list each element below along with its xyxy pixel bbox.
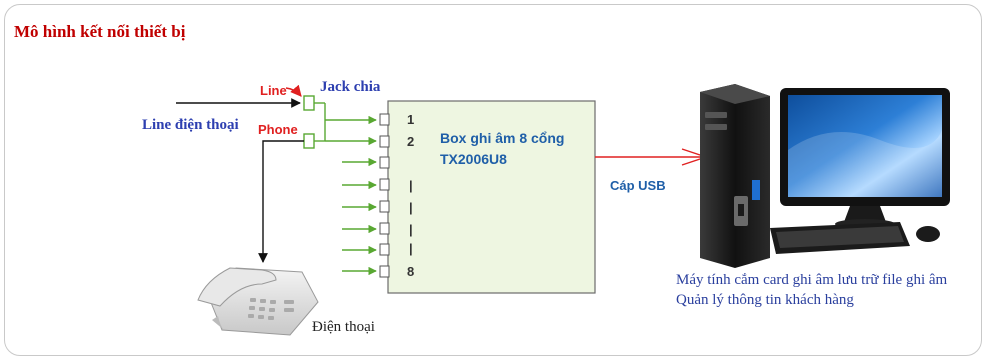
port-label-5: | (409, 222, 413, 237)
computer-icon (700, 84, 950, 268)
port-sockets (379, 113, 390, 278)
diagram-title: Mô hình kết nối thiết bị (14, 22, 186, 41)
telephone-label: Điện thoại (312, 319, 375, 335)
telephone-icon (197, 267, 319, 336)
pc-caption-line2: Quản lý thông tin khách hàng (676, 292, 854, 308)
pc-caption-line1: Máy tính cắm card ghi âm lưu trữ file gh… (676, 272, 948, 288)
input-line-label: Line điện thoại (142, 117, 239, 133)
recorder-box (387, 100, 596, 294)
phone-cable (258, 140, 304, 263)
jack-splitter (303, 95, 326, 149)
port-label-3: | (409, 178, 413, 193)
port-label-8: 8 (407, 264, 414, 279)
box-title-line1: Box ghi âm 8 cổng (440, 130, 564, 146)
port-label-6: | (409, 241, 413, 256)
port-label-1: 1 (407, 112, 414, 127)
line-label: Line (260, 83, 287, 98)
usb-label: Cáp USB (610, 178, 666, 193)
line-red-arrow (285, 84, 302, 97)
box-title-line2: TX2006U8 (440, 151, 507, 167)
splitter-label: Jack chia (320, 79, 381, 95)
port-label-4: | (409, 200, 413, 215)
phone-label: Phone (258, 122, 298, 137)
port-input-arrows (342, 157, 377, 276)
port-label-2: 2 (407, 134, 414, 149)
